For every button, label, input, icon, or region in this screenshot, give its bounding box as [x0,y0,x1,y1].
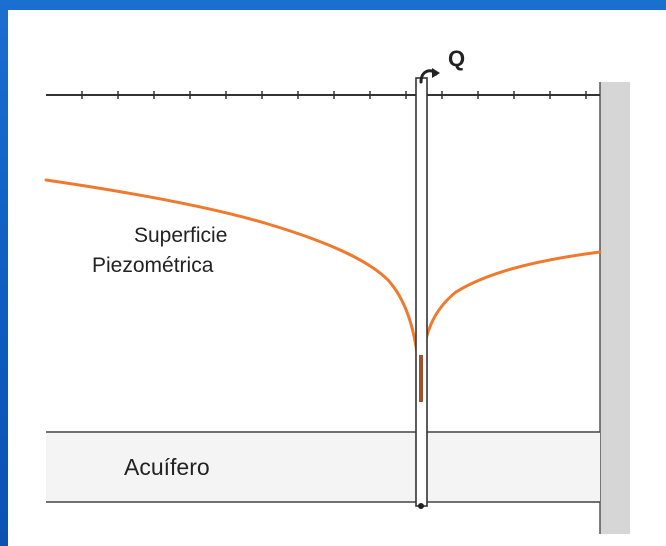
well-base-point [418,503,424,509]
aquifer-layer [46,432,600,502]
piezometric-label-line1: Superficie [134,224,227,247]
pump-arrow-head [432,68,440,78]
ground-ticks [81,91,587,99]
flow-rate-label: Q [448,46,465,71]
piezometric-surface-curve [44,178,602,404]
piezometric-label-line2: Piezométrica [92,254,214,277]
boundary-wall [600,82,630,534]
well-casing [415,77,428,507]
diagram-canvas: Acuífero Q Superficie Piezométrica [8,10,666,546]
aquifer-label: Acuífero [124,454,210,480]
well-drawdown-diagram: Acuífero Q Superficie Piezométrica [44,46,630,534]
